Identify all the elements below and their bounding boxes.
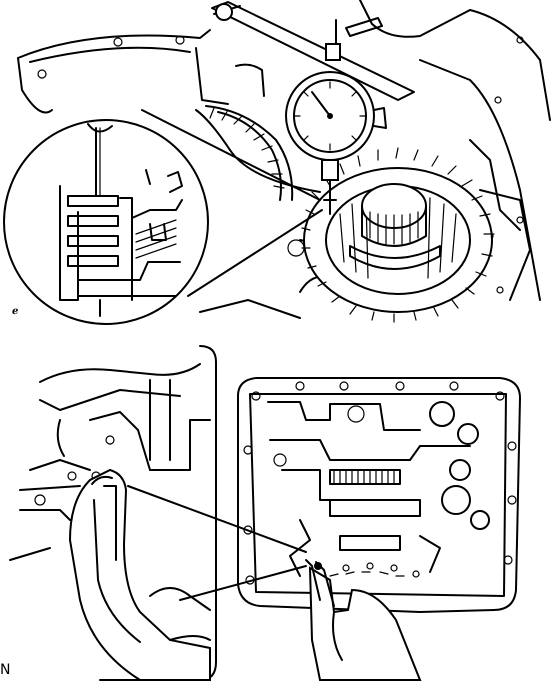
hand-icon-right [305,559,422,681]
case-outline [9,363,211,561]
magnifier-circle-icon [3,109,323,325]
transmission-case [17,0,551,319]
figure-code-label: ℯ [12,306,19,317]
valve-body-icon [237,377,522,614]
dial-indicator-icon [211,1,415,215]
figure-dial-indicator [3,0,551,325]
figure-corner-label: N [0,662,11,678]
gear-icon [205,105,294,201]
clutch-drum [301,147,495,323]
hand-icon [68,468,211,681]
leader-line-top [127,485,307,553]
leader-line-bottom [179,565,307,601]
figure-valve-body [9,345,522,681]
